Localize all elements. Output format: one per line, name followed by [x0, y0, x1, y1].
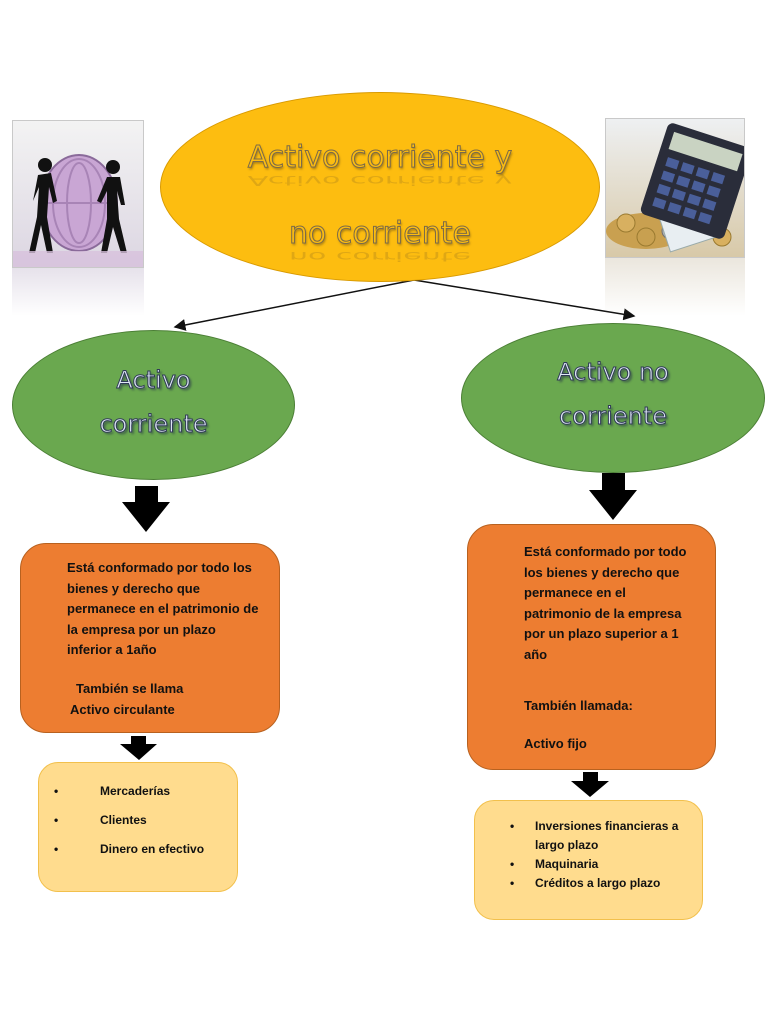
down-arrow-left-icon — [122, 486, 170, 532]
list-item: • Créditos a largo plazo — [510, 876, 661, 890]
current-assets-alias: También se llama Activo circulante — [70, 681, 184, 717]
current-assets-heading: Activo corriente — [99, 366, 208, 439]
image-reflection — [605, 258, 745, 316]
list-item: • Clientes — [54, 813, 147, 827]
current-assets-definition-box — [20, 543, 280, 733]
diagram-title: Activo corriente y no corriente — [160, 120, 600, 272]
small-down-arrow-right-icon — [571, 772, 609, 797]
image-reflection — [12, 268, 144, 316]
euro-globe-people-icon — [12, 120, 144, 268]
title-line-2: no corriente — [160, 196, 600, 272]
title-line-1: Activo corriente y — [160, 120, 600, 196]
list-item: • Dinero en efectivo — [54, 842, 205, 856]
current-assets-examples-box — [38, 762, 238, 892]
non-current-assets-heading: Activo no corriente — [557, 358, 670, 431]
down-arrow-right-icon — [589, 473, 637, 520]
non-current-assets-examples-box — [474, 800, 703, 920]
connector-to-right — [413, 279, 636, 321]
list-item: • Mercaderías — [54, 784, 171, 798]
non-current-assets-definition-box — [467, 524, 716, 770]
list-item: • Maquinaria — [510, 857, 599, 871]
non-current-assets-examples-list: • Inversiones financieras a largo plazo … — [510, 817, 695, 893]
calculator-coins-icon — [605, 118, 752, 258]
list-item: • Inversiones financieras a largo plazo — [510, 819, 679, 852]
small-down-arrow-left-icon — [120, 736, 157, 760]
current-assets-node — [12, 330, 295, 480]
non-current-assets-description: Está conformado por todo los bienes y de… — [524, 544, 687, 662]
connector-to-left — [173, 279, 415, 331]
current-assets-examples-list: • Mercaderías • Clientes • Dinero en efe… — [54, 784, 234, 871]
non-current-assets-node — [461, 323, 765, 473]
non-current-assets-alias-value: Activo fijo — [524, 736, 587, 751]
current-assets-description: Está conformado por todo los bienes y de… — [67, 560, 259, 657]
non-current-assets-alias-label: También llamada: — [524, 698, 633, 713]
